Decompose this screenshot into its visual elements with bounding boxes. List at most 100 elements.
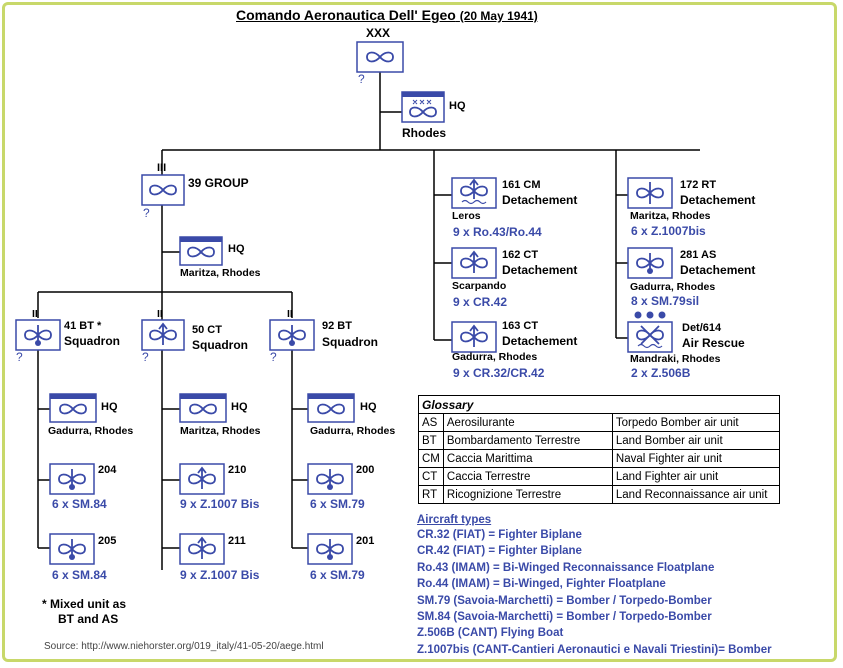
hq-top-label: HQ	[449, 100, 466, 112]
det-614-code: Det/614	[682, 322, 722, 334]
flight-210-num: 210	[228, 464, 247, 476]
glossary-abbr: CM	[418, 449, 444, 468]
sq2-code: 50 CT	[192, 324, 222, 336]
det-162-code: 162 CT	[502, 249, 539, 261]
aircraft-type-row: CR.42 (FIAT) = Fighter Biplane	[417, 545, 582, 558]
diagram-title: Comando Aeronautica Dell' Egeo (20 May 1…	[236, 7, 538, 23]
det-162-type: Detachement	[502, 263, 578, 277]
hq-top-location: Rhodes	[402, 126, 447, 140]
det-161-aircraft: 9 x Ro.43/Ro.44	[453, 225, 542, 239]
det-163-aircraft: 9 x CR.32/CR.42	[453, 366, 545, 380]
aircraft-type-row: SM.79 (Savoia-Marchetti) = Bomber / Torp…	[417, 594, 712, 607]
glossary-english: Land Reconnaissance air unit	[611, 485, 780, 504]
glossary-abbr: BT	[418, 431, 444, 450]
glossary-italian: Aerosilurante	[442, 413, 613, 432]
det-614-location: Mandraki, Rhodes	[630, 353, 721, 365]
sq1-unknown: ?	[16, 350, 23, 364]
det-162-aircraft: 9 x CR.42	[453, 295, 508, 309]
det-163-code: 163 CT	[502, 320, 539, 332]
flight-205-aircraft: 6 x SM.84	[52, 568, 107, 582]
det-161-type: Detachement	[502, 193, 578, 207]
table-row: BT Bombardamento Terrestre Land Bomber a…	[418, 431, 780, 450]
sq3-type: Squadron	[322, 335, 378, 349]
table-row: CT Caccia Terrestre Land Fighter air uni…	[418, 467, 780, 486]
sq2-hq-location: Maritza, Rhodes	[180, 425, 261, 437]
table-row: CM Caccia Marittima Naval Fighter air un…	[418, 449, 780, 468]
aircraft-type-row: CR.32 (FIAT) = Fighter Biplane	[417, 529, 582, 541]
flight-200-num: 200	[356, 464, 375, 476]
glossary-italian: Caccia Marittima	[442, 449, 613, 468]
mixed-unit-note-1: * Mixed unit as	[42, 597, 127, 611]
sq2-echelon: II	[157, 308, 163, 320]
aircraft-type-row: Ro.43 (IMAM) = Bi-Winged Reconnaissance …	[417, 561, 715, 574]
flight-210-aircraft: 9 x Z.1007 Bis	[180, 497, 260, 511]
flight-204-num: 204	[98, 464, 117, 476]
source-citation: Source: http://www.niehorster.org/019_it…	[44, 641, 324, 652]
glossary-english: Torpedo Bomber air unit	[611, 413, 780, 432]
sq2-hq-label: HQ	[231, 401, 248, 413]
flight-204-aircraft: 6 x SM.84	[52, 497, 107, 511]
det-614-type: Air Rescue	[682, 336, 745, 350]
sq3-hq-label: HQ	[360, 401, 377, 413]
flight-200-aircraft: 6 x SM.79	[310, 497, 365, 511]
sq3-hq-location: Gadurra, Rhodes	[310, 425, 396, 437]
det-162-location: Scarpando	[452, 280, 507, 292]
sq1-hq-location: Gadurra, Rhodes	[48, 425, 134, 437]
flight-201-aircraft: 6 x SM.79	[310, 568, 365, 582]
det-281-location: Gadurra, Rhodes	[630, 281, 716, 293]
sq2-type: Squadron	[192, 338, 248, 352]
aircraft-type-row: Z.1007bis (CANT-Cantieri Aeronautici e N…	[417, 643, 772, 656]
sq1-hq-label: HQ	[101, 401, 118, 413]
glossary-italian: Bombardamento Terrestre	[442, 431, 613, 450]
glossary-english: Naval Fighter air unit	[611, 449, 780, 468]
aircraft-type-row: Z.506B (CANT) Flying Boat	[417, 627, 564, 640]
det-281-aircraft: 8 x SM.79sil	[631, 294, 700, 308]
glossary-italian: Ricognizione Terrestre	[442, 485, 613, 504]
flight-205-num: 205	[98, 535, 117, 547]
group-unknown: ?	[143, 206, 150, 220]
flight-211-aircraft: 9 x Z.1007 Bis	[180, 568, 260, 582]
det-161-code: 161 CM	[502, 179, 541, 191]
glossary-english: Land Fighter air unit	[611, 467, 780, 486]
command-echelon: XXX	[366, 26, 391, 40]
det-614-aircraft: 2 x Z.506B	[631, 366, 691, 380]
det-281-type: Detachement	[680, 263, 756, 277]
command-unknown: ?	[358, 72, 365, 86]
group-hq-label: HQ	[228, 243, 245, 255]
sq2-unknown: ?	[142, 350, 149, 364]
sq3-unknown: ?	[270, 350, 277, 364]
det-172-aircraft: 6 x Z.1007bis	[631, 224, 706, 238]
sq3-code: 92 BT	[322, 320, 352, 332]
det-163-type: Detachement	[502, 334, 578, 348]
group-echelon: III	[157, 162, 167, 174]
det-163-location: Gadurra, Rhodes	[452, 351, 538, 363]
sq3-echelon: II	[287, 308, 293, 320]
det-172-type: Detachement	[680, 193, 756, 207]
glossary-abbr: CT	[418, 467, 444, 486]
det-172-location: Maritza, Rhodes	[630, 210, 711, 222]
table-row: RT Ricognizione Terrestre Land Reconnais…	[418, 485, 780, 504]
glossary-abbr: RT	[418, 485, 444, 504]
glossary-abbr: AS	[418, 413, 444, 432]
aircraft-type-row: SM.84 (Savoia-Marchetti) = Bomber / Torp…	[417, 610, 712, 623]
det-172-code: 172 RT	[680, 179, 717, 191]
sq1-echelon: II	[32, 308, 38, 320]
sq1-type: Squadron	[64, 334, 120, 348]
flight-201-num: 201	[356, 535, 375, 547]
mixed-unit-note-2: BT and AS	[58, 612, 119, 626]
glossary-english: Land Bomber air unit	[611, 431, 780, 450]
table-row: AS Aerosilurante Torpedo Bomber air unit	[418, 413, 780, 432]
glossary-table: Glossary AS Aerosilurante Torpedo Bomber…	[418, 395, 780, 504]
group-name: 39 GROUP	[188, 176, 249, 190]
glossary-title: Glossary	[418, 395, 780, 414]
det-161-location: Leros	[452, 210, 481, 222]
aircraft-type-row: Ro.44 (IMAM) = Bi-Winged, Fighter Floatp…	[417, 578, 666, 591]
det-281-code: 281 AS	[680, 249, 717, 261]
aircraft-types-heading: Aircraft types	[417, 514, 492, 526]
sq1-code: 41 BT *	[64, 320, 102, 332]
group-hq-location: Maritza, Rhodes	[180, 267, 261, 279]
glossary-italian: Caccia Terrestre	[442, 467, 613, 486]
flight-211-num: 211	[228, 535, 246, 547]
aircraft-types-list: Aircraft types CR.32 (FIAT) = Fighter Bi…	[417, 514, 772, 660]
